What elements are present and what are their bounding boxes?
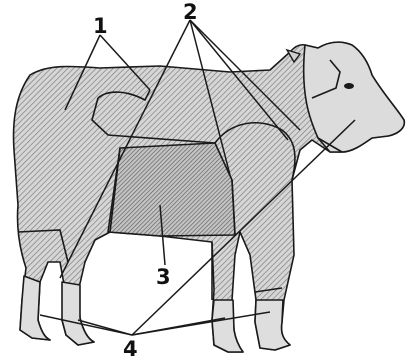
belly-region: [108, 143, 235, 236]
fore-leg-lower-left: [212, 300, 243, 352]
hind-leg-lower-left: [20, 276, 50, 340]
head-region: [304, 42, 405, 152]
callout-1: 1: [93, 14, 108, 38]
fore-leg-lower-right: [255, 300, 290, 350]
cow-body: [14, 42, 405, 352]
callout-2: 2: [183, 0, 198, 24]
callout-4: 4: [123, 337, 138, 360]
eye: [344, 83, 354, 89]
hind-leg-lower-right: [62, 282, 94, 345]
callout-3: 3: [156, 265, 171, 289]
